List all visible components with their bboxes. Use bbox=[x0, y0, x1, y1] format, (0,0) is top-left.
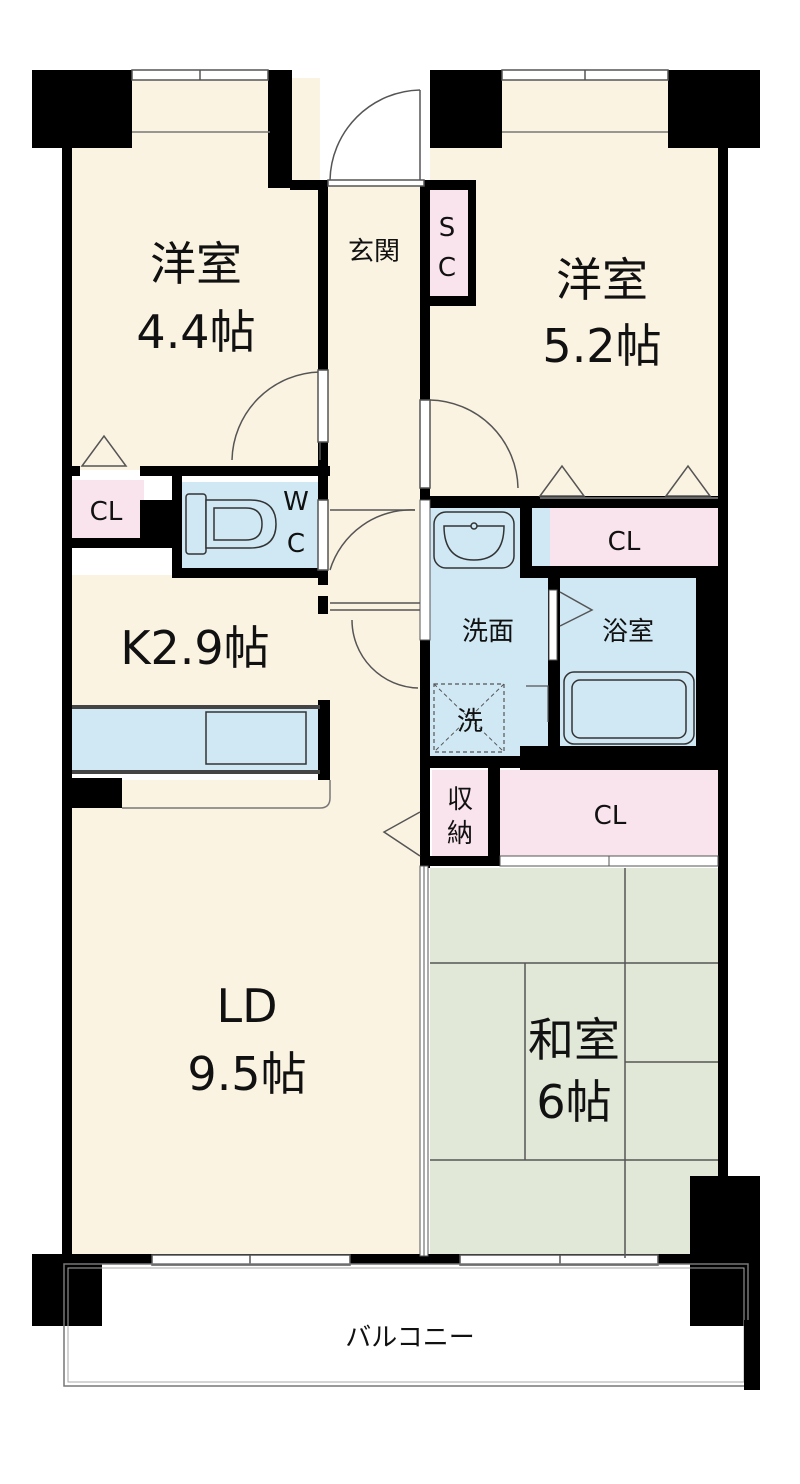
washroom-door bbox=[419, 499, 431, 641]
japanese-room-floor bbox=[430, 868, 718, 1258]
wall-w2-left bbox=[420, 190, 430, 400]
storage-label-2: 納 bbox=[447, 819, 473, 849]
kitchen-sink bbox=[205, 711, 307, 765]
closet-right-upper-label: CL bbox=[608, 527, 641, 557]
window-bottom-right bbox=[459, 1254, 659, 1266]
room-label-kitchen: K2.9帖 bbox=[120, 621, 269, 675]
window-bottom-left bbox=[151, 1254, 351, 1266]
room-name-western-2: 洋室 bbox=[556, 253, 648, 307]
shoe-closet-label-1: S bbox=[439, 213, 456, 243]
washer-label: 洗 bbox=[457, 707, 483, 737]
western-room-1-door bbox=[231, 369, 329, 461]
storage-label-1: 収 bbox=[447, 785, 473, 815]
bath-door bbox=[548, 589, 558, 661]
entrance-door bbox=[327, 89, 425, 187]
kitchen-floor bbox=[70, 575, 420, 705]
room-size-western-2: 5.2帖 bbox=[542, 319, 661, 373]
balcony-label: バルコニー bbox=[345, 1323, 474, 1353]
bath-label: 浴室 bbox=[602, 617, 654, 647]
toilet-fixture bbox=[185, 493, 277, 555]
pillar-bottom-right bbox=[690, 1176, 760, 1326]
hall-floor bbox=[320, 185, 420, 797]
shoe-closet-label-2: C bbox=[438, 253, 456, 283]
room-size-western-1: 4.4帖 bbox=[136, 305, 255, 359]
room-name-ld: LD bbox=[216, 979, 277, 1033]
kitchen-door bbox=[330, 602, 420, 689]
closet-right-lower-floor bbox=[500, 770, 718, 858]
ld-floor bbox=[70, 780, 420, 1258]
pillar-top-mid-right bbox=[430, 70, 502, 148]
toilet-label-2: C bbox=[287, 529, 305, 559]
closet-left-floor bbox=[72, 480, 144, 538]
pillar-top-left bbox=[32, 70, 132, 148]
wall-left bbox=[62, 70, 72, 1260]
tatami-lines bbox=[430, 868, 718, 1258]
wall-bottom bbox=[62, 1254, 728, 1264]
pillar-top-mid-left bbox=[268, 70, 292, 188]
room-size-japanese: 6帖 bbox=[536, 1075, 611, 1129]
room-name-western-1: 洋室 bbox=[150, 237, 242, 291]
room-name-japanese: 和室 bbox=[528, 1013, 620, 1067]
bathtub bbox=[563, 671, 695, 745]
toilet-label-1: W bbox=[283, 487, 309, 517]
pillar-bottom-left bbox=[32, 1254, 102, 1326]
wall-right bbox=[718, 70, 728, 1180]
western-room-2-door bbox=[419, 399, 519, 489]
closet-left-label: CL bbox=[90, 497, 123, 527]
room-label-entrance: 玄関 bbox=[348, 237, 400, 267]
closet-right-lower-label: CL bbox=[594, 801, 627, 831]
toilet-door bbox=[317, 499, 416, 571]
wall-w1-right bbox=[318, 185, 328, 370]
room-size-ld: 9.5帖 bbox=[187, 1047, 306, 1101]
storage-floor bbox=[432, 770, 490, 858]
shoe-closet-floor bbox=[426, 190, 468, 298]
pillar-top-right bbox=[668, 70, 760, 148]
closet-right-upper-floor bbox=[530, 508, 718, 568]
washroom-label: 洗面 bbox=[462, 617, 514, 647]
sink-fixture bbox=[433, 511, 515, 569]
